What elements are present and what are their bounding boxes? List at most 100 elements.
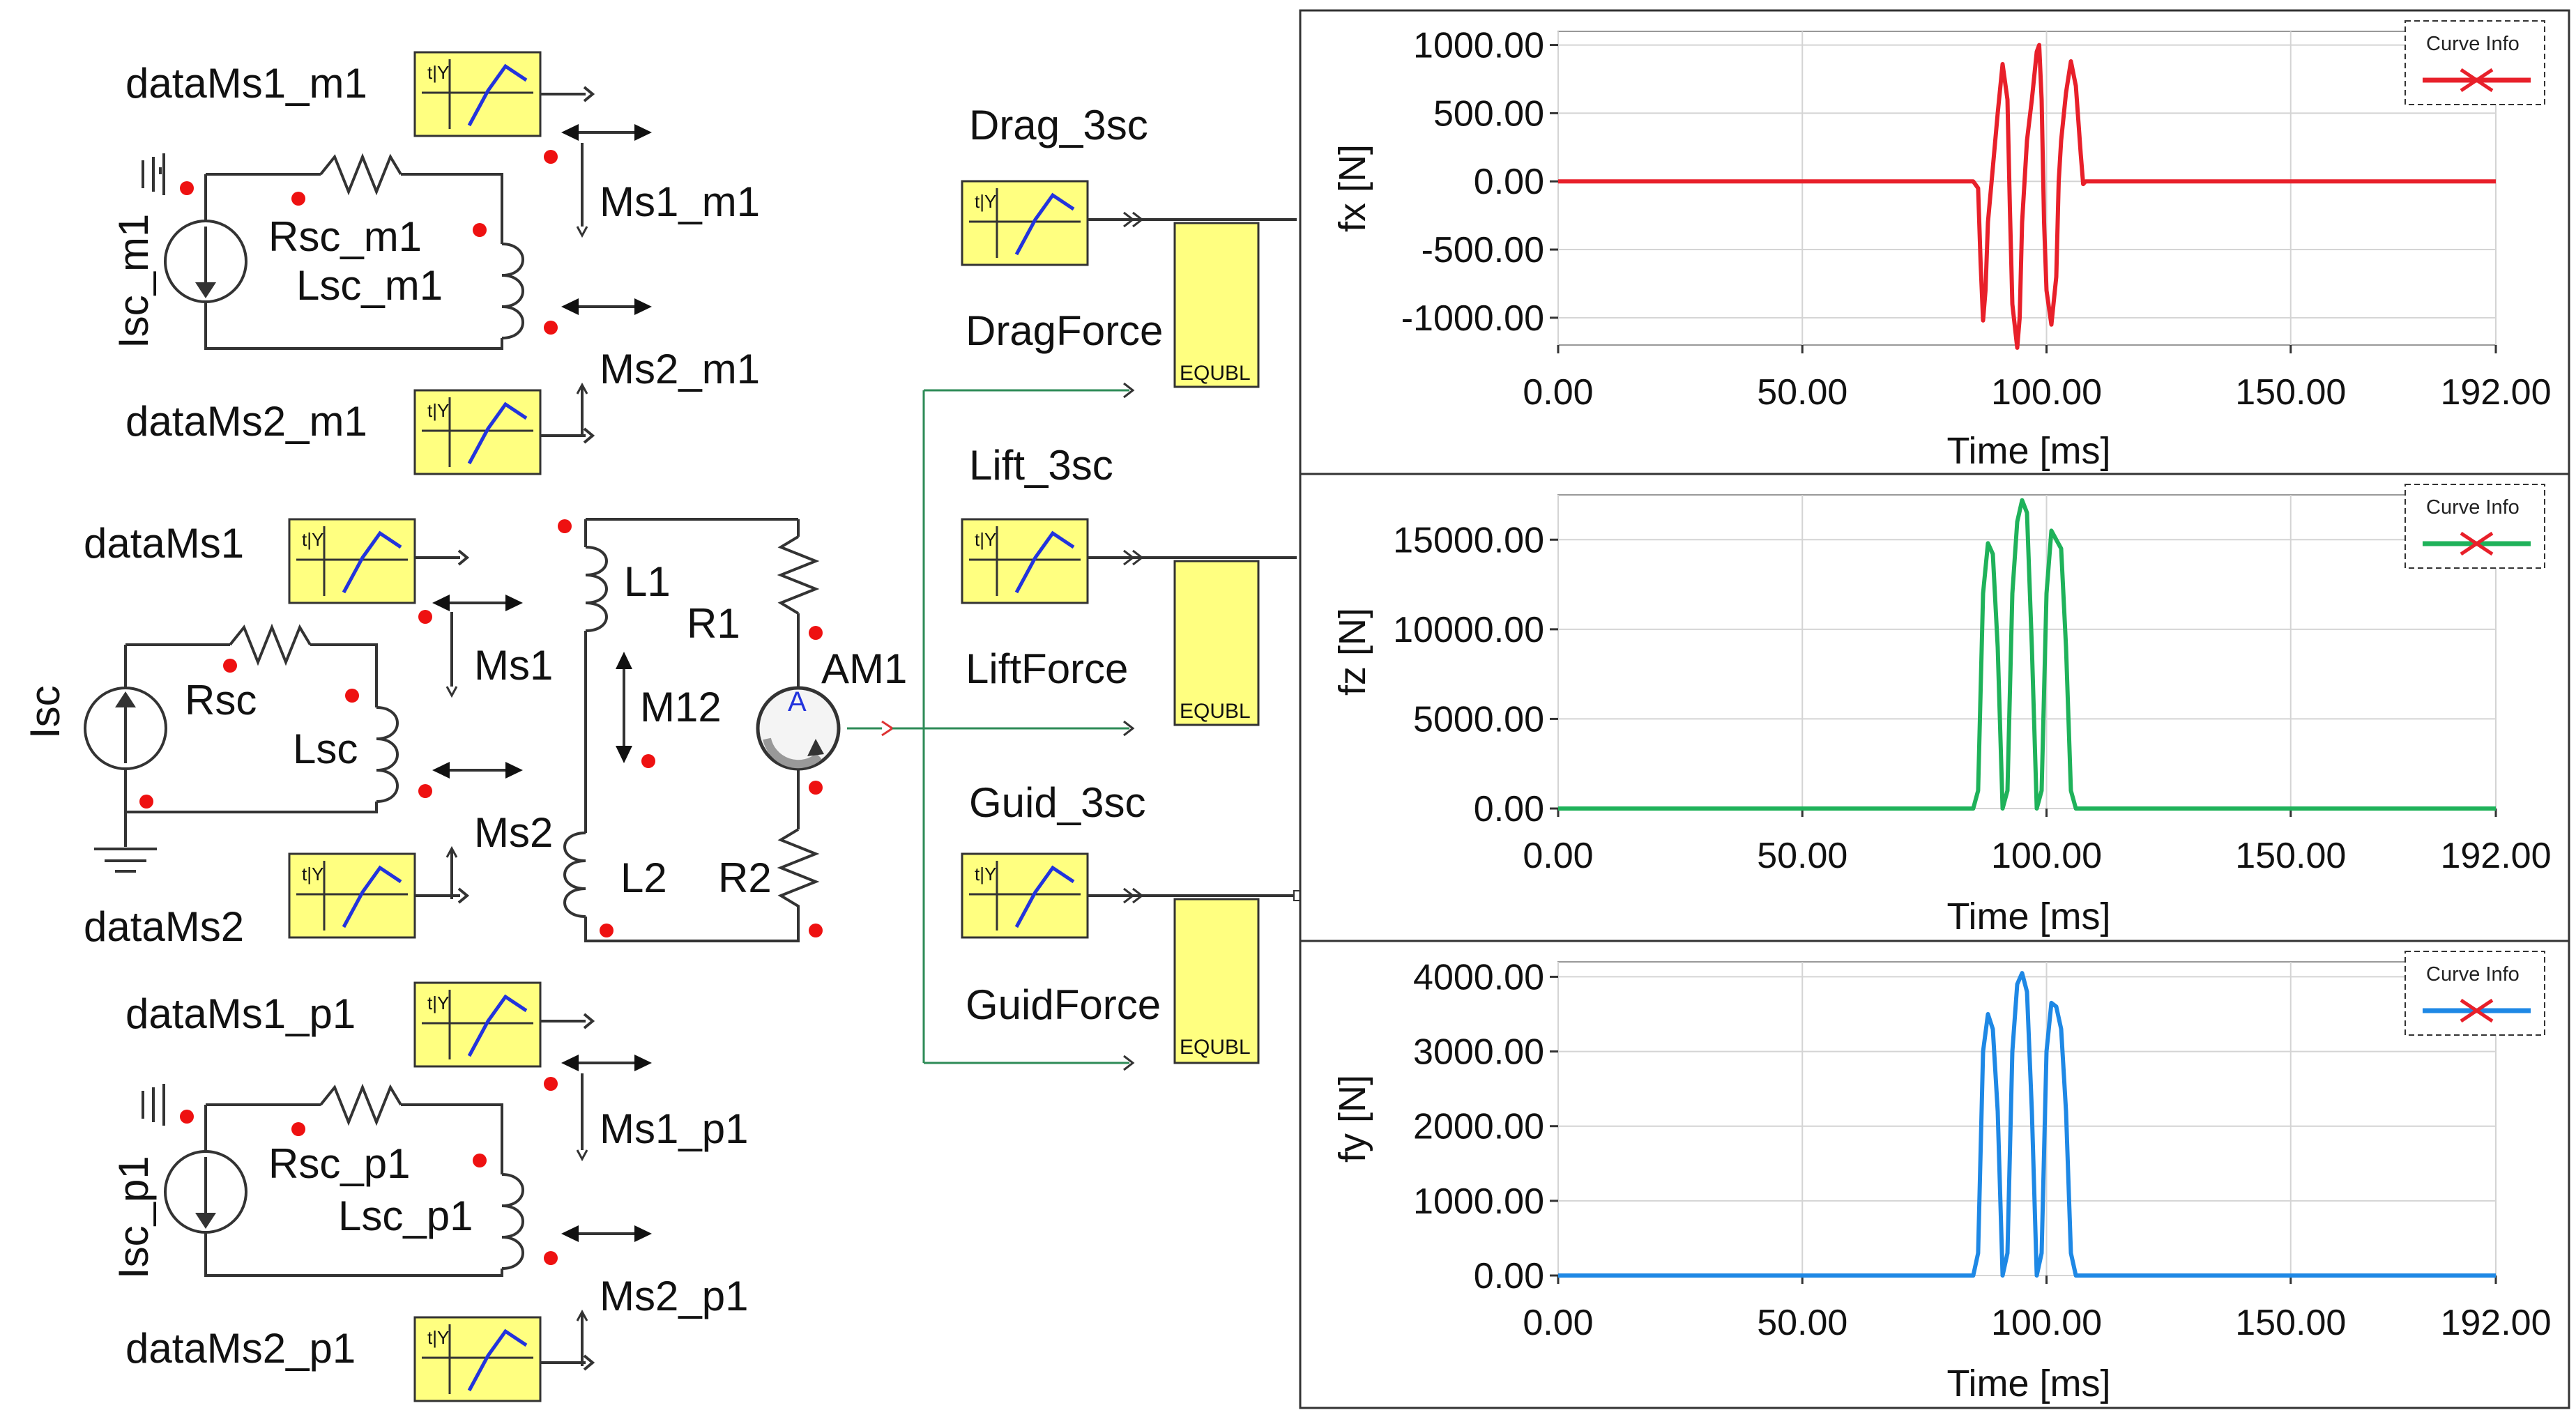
y-tick-label: 2000.00 <box>1413 1107 1544 1147</box>
ammeter-symbol: A <box>788 687 807 717</box>
x-axis-label: Time [ms] <box>1947 430 2111 472</box>
legend-curve-info[interactable]: Curve Info <box>2404 951 2545 1036</box>
data-block-icon[interactable]: t|Y <box>288 518 416 604</box>
y-axis-label: fz [N] <box>1332 608 1373 696</box>
equ-block-lift[interactable]: EQUBL <box>1173 560 1260 726</box>
y-axis-label: fy [N] <box>1332 1075 1373 1163</box>
resistor-label: R1 <box>687 600 740 647</box>
legend-title: Curve Info <box>2426 33 2520 55</box>
data-block-icon[interactable]: t|Y <box>413 51 542 137</box>
resistor-label: R2 <box>718 855 772 901</box>
data-block-label: dataMs2_m1 <box>125 398 367 445</box>
source-label: Isc_m1 <box>110 214 157 348</box>
data-block-icon[interactable]: t|Y <box>961 180 1089 266</box>
y-tick-label: 1000.00 <box>1413 26 1544 66</box>
data-block-label: dataMs2_p1 <box>125 1325 356 1372</box>
inductor-label: Lsc <box>293 726 358 772</box>
y-tick-label: 0.00 <box>1474 789 1544 829</box>
x-axis-label: Time [ms] <box>1947 896 2111 937</box>
ammeter-icon[interactable]: A <box>756 686 841 771</box>
data-block-icon-text: t|Y <box>975 864 996 884</box>
mutual-label: Ms2_p1 <box>600 1273 748 1319</box>
data-block-icon-text: t|Y <box>427 62 449 83</box>
resistor-label: Rsc_m1 <box>268 213 422 260</box>
resistor-label: Rsc_p1 <box>268 1140 410 1187</box>
x-tick-label: 100.00 <box>1991 1303 2102 1343</box>
equ-block-tag: EQUBL <box>1180 700 1251 723</box>
legend-title: Curve Info <box>2426 963 2520 986</box>
y-tick-label: 500.00 <box>1433 93 1544 134</box>
y-tick-label: 10000.00 <box>1393 610 1544 650</box>
data-block-icon[interactable]: t|Y <box>288 852 416 939</box>
inductor-label: L1 <box>624 558 671 605</box>
equ-block-drag[interactable]: EQUBL <box>1173 222 1260 388</box>
x-tick-label: 0.00 <box>1523 1303 1593 1343</box>
x-tick-label: 100.00 <box>1991 372 2102 413</box>
data-block-icon-text: t|Y <box>302 864 323 884</box>
y-tick-label: 1000.00 <box>1413 1181 1544 1222</box>
data-block-label: dataMs1_m1 <box>125 60 367 107</box>
data-block-label: dataMs2 <box>84 903 244 950</box>
resistor-label: Rsc <box>185 677 257 723</box>
mutual-label: Ms2 <box>474 809 553 856</box>
x-tick-label: 100.00 <box>1991 836 2102 876</box>
equ-block-tag: EQUBL <box>1180 1036 1251 1059</box>
x-tick-label: 192.00 <box>2440 372 2551 413</box>
inductor-label: Lsc_m1 <box>296 262 443 309</box>
x-tick-label: 50.00 <box>1757 372 1847 413</box>
x-tick-label: 0.00 <box>1523 836 1593 876</box>
mutual-label: Ms1_m1 <box>600 178 760 225</box>
y-tick-label: -500.00 <box>1422 230 1544 270</box>
legend-title: Curve Info <box>2426 496 2520 519</box>
equ-block-label: GuidForce <box>966 981 1161 1028</box>
data-block-icon-text: t|Y <box>975 191 996 212</box>
x-tick-label: 50.00 <box>1757 1303 1847 1343</box>
data-block-icon[interactable]: t|Y <box>961 852 1089 939</box>
data-block-icon[interactable]: t|Y <box>413 389 542 475</box>
data-block-icon-text: t|Y <box>427 993 449 1013</box>
data-block-icon[interactable]: t|Y <box>413 981 542 1068</box>
subcircuit-m1: dataMs1_m1 t|Y Rsc_m1 Lsc_m1 Isc_m1 <box>110 51 760 475</box>
data-block-label: Lift_3sc <box>969 442 1113 489</box>
y-tick-label: 0.00 <box>1474 1256 1544 1296</box>
source-label: Isc <box>22 685 68 739</box>
series-line <box>1558 971 2496 1278</box>
x-axis-label: Time [ms] <box>1947 1363 2111 1404</box>
y-axis-label: fx [N] <box>1332 144 1373 232</box>
equ-block-label: LiftForce <box>966 645 1128 692</box>
mutual-label: Ms1_p1 <box>600 1105 748 1152</box>
legend-curve-info[interactable]: Curve Info <box>2404 20 2545 105</box>
data-block-icon[interactable]: t|Y <box>413 1316 542 1402</box>
data-block-icon-text: t|Y <box>302 529 323 550</box>
main-circuit: dataMs1 t|Y Rsc Lsc Isc <box>22 518 907 950</box>
y-tick-label: 15000.00 <box>1393 520 1544 560</box>
data-block-icon-text: t|Y <box>975 529 996 550</box>
equ-block-guid[interactable]: EQUBL <box>1173 898 1260 1064</box>
mutual-label: M12 <box>640 684 722 730</box>
y-tick-label: 0.00 <box>1474 162 1544 202</box>
data-block-label: dataMs1_p1 <box>125 990 356 1037</box>
subcircuit-p1: dataMs1_p1 t|Y Rsc_p1 Lsc_p1 Isc_p1 <box>110 981 748 1402</box>
y-tick-label: -1000.00 <box>1401 298 1544 339</box>
source-label: Isc_p1 <box>110 1156 157 1279</box>
plot-fy[interactable]: 4000.00 3000.00 2000.00 1000.00 0.00 0.00 50.… <box>1299 940 2570 1409</box>
equ-block-label: DragForce <box>966 307 1163 354</box>
data-block-label: dataMs1 <box>84 520 244 567</box>
data-block-label: Drag_3sc <box>969 102 1148 148</box>
series-line <box>1558 498 2496 811</box>
legend-curve-info[interactable]: Curve Info <box>2404 484 2545 569</box>
data-block-icon-text: t|Y <box>427 1327 449 1348</box>
x-tick-label: 50.00 <box>1757 836 1847 876</box>
x-tick-label: 150.00 <box>2235 1303 2346 1343</box>
x-tick-label: 192.00 <box>2440 1303 2551 1343</box>
y-tick-label: 3000.00 <box>1413 1032 1544 1073</box>
ammeter-label: AM1 <box>821 645 907 692</box>
x-tick-label: 150.00 <box>2235 372 2346 413</box>
data-block-label: Guid_3sc <box>969 779 1145 826</box>
data-block-icon[interactable]: t|Y <box>961 518 1089 604</box>
equ-block-tag: EQUBL <box>1180 362 1251 385</box>
y-tick-label: 4000.00 <box>1413 957 1544 997</box>
